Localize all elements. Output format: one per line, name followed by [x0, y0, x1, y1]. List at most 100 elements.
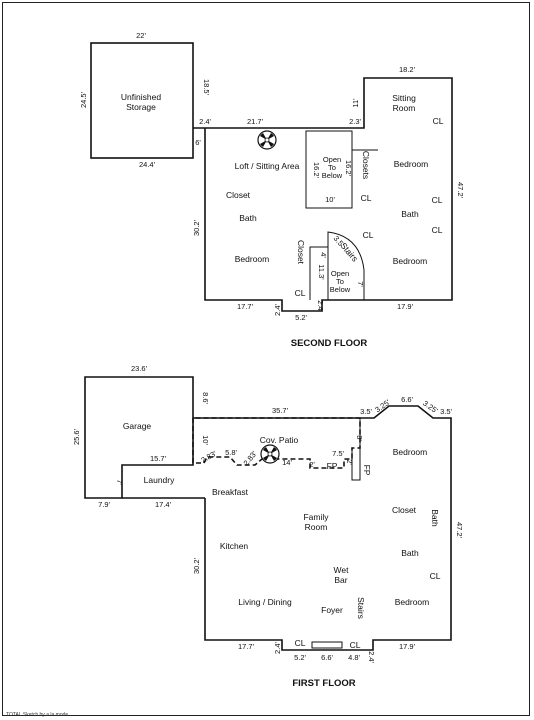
dim-patio-inner-7: 2'	[345, 459, 354, 465]
dim-bottom-jog-right-ff: 2.4'	[367, 651, 376, 663]
dim-laundry-top: 15.7'	[150, 454, 167, 463]
first-floor-title: FIRST FLOOR	[292, 678, 355, 689]
room-bedroom-right-top: Bedroom	[394, 159, 429, 169]
dim-stair-4: 4'	[319, 252, 328, 258]
cl-right-bottom-ff: CL	[350, 640, 361, 650]
dim-bottom-jog-left: 2.4'	[273, 304, 282, 316]
dim-storage-right: 18.5'	[202, 79, 211, 96]
dim-open-height: 16.2'	[312, 162, 321, 179]
cl-right-ff: CL	[430, 571, 441, 581]
room-breakfast: Breakfast	[212, 487, 249, 497]
dim-jog-left: 2.4'	[199, 117, 211, 126]
cl-mid: CL	[361, 193, 372, 203]
dim-jog-right: 2.3'	[349, 117, 361, 126]
room-bedroom-bottom: Bedroom	[395, 597, 430, 607]
dim-top-mid: 21.7'	[247, 117, 264, 126]
fp-label-2: FP	[362, 465, 372, 476]
dim-right-top: 6.6'	[401, 395, 413, 404]
second-floor-outline	[193, 77, 453, 312]
room-bath-vertical: Bath	[430, 509, 440, 527]
room-wet-bar-2: Bar	[334, 575, 347, 585]
garage-outline	[84, 376, 194, 499]
dim-bottom-left: 17.7'	[237, 302, 254, 311]
closet-vertical: Closet	[296, 240, 306, 265]
room-closet: Closet	[392, 505, 417, 515]
room-bedroom-right-bottom: Bedroom	[393, 256, 428, 266]
dim-left-short: 6'	[195, 138, 201, 147]
dim-patio-inner-8: 8'	[355, 435, 364, 441]
dim-laundry-left: 7'	[115, 479, 124, 485]
dim-top-right: 18.2'	[399, 65, 416, 74]
dim-bottom-mid-3: 4.8'	[348, 653, 360, 662]
room-kitchen: Kitchen	[220, 541, 249, 551]
dim-patio-jog-1: 3.5'	[360, 407, 372, 416]
room-family: Family	[303, 512, 329, 522]
dim-storage-left: 24.5'	[79, 91, 88, 108]
dim-stair-7: 7'	[356, 281, 365, 287]
patio-fan-icon	[260, 444, 280, 464]
room-bath-left: Bath	[239, 213, 257, 223]
room-loft: Loft / Sitting Area	[235, 161, 300, 171]
dim-bottom-jog-right: 2.4'	[316, 300, 325, 312]
dim-patio-inner-2: 5.8'	[225, 448, 237, 457]
dim-bottom-left-ff: 17.7'	[238, 642, 255, 651]
open-to-below-top	[305, 130, 353, 209]
dim-right-jog: 11'	[351, 98, 360, 108]
first-floor-outline	[193, 405, 452, 651]
room-cov-patio: Cov. Patio	[260, 435, 299, 445]
dim-left-long-ff: 30.2'	[192, 557, 201, 574]
room-unfinished-storage-2: Storage	[126, 102, 156, 112]
dim-bottom-right: 17.9'	[397, 302, 414, 311]
cl-stair: CL	[363, 230, 374, 240]
dim-laundry-bottom-left: 7.9'	[98, 500, 110, 509]
room-closet-left: Closet	[226, 190, 251, 200]
second-floor-title: SECOND FLOOR	[291, 338, 368, 349]
room-sitting: Sitting	[392, 93, 416, 103]
dim-patio-inner-4: 14'	[282, 458, 292, 467]
cl-right-top: CL	[433, 116, 444, 126]
room-bath-right: Bath	[401, 209, 419, 219]
room-foyer: Foyer	[321, 605, 343, 615]
open-to-below-bottom-2: To	[336, 277, 344, 286]
dim-right-long: 47.2'	[456, 182, 465, 199]
first-floor	[84, 376, 452, 651]
dim-patio-top: 35.7'	[272, 406, 289, 415]
open-to-below-top-1: Open	[323, 155, 341, 164]
fp-label-1: FP	[327, 461, 338, 471]
room-unfinished-storage: Unfinished	[121, 92, 161, 102]
dim-garage-right: 8.6'	[201, 392, 210, 404]
storage-room-outline	[90, 42, 194, 159]
dim-patio-inner-5: 2'	[309, 460, 315, 469]
room-living-dining: Living / Dining	[238, 597, 292, 607]
dim-storage-top: 22'	[136, 31, 146, 40]
open-to-below-top-2: To	[328, 163, 336, 172]
open-to-below-bottom-1: Open	[331, 269, 349, 278]
cl-left-ff: CL	[295, 638, 306, 648]
dim-patio-inner-6: 7.5'	[332, 449, 344, 458]
room-bedroom-left: Bedroom	[235, 254, 270, 264]
dim-patio-inner-1: 2.83'	[200, 449, 219, 465]
dim-garage-top: 23.6'	[131, 364, 148, 373]
dim-stair-113: 11.3'	[317, 264, 326, 280]
closets-vertical: Closets	[361, 151, 371, 179]
cl-right-2: CL	[432, 195, 443, 205]
room-bedroom-top: Bedroom	[393, 447, 428, 457]
stairs-label-ff: Stairs	[356, 597, 366, 619]
dim-left-long: 30.2'	[192, 219, 201, 236]
open-to-below-top-3: Below	[322, 171, 343, 180]
room-garage: Garage	[123, 421, 152, 431]
dim-garage-left: 25.6'	[72, 428, 81, 445]
dim-bottom-mid: 5.2'	[295, 313, 307, 322]
dim-right-long-ff: 47.2'	[455, 522, 464, 539]
open-to-below-bottom-3: Below	[330, 285, 351, 294]
dim-open-side: 16.2'	[344, 160, 353, 177]
cl-right-3: CL	[432, 225, 443, 235]
fireplace-wall	[351, 418, 361, 481]
second-floor	[90, 42, 453, 312]
dim-bottom-jog-left-ff: 2.4'	[273, 642, 282, 654]
ceiling-fan-icon	[257, 130, 277, 150]
front-door	[311, 641, 343, 649]
dim-storage-bottom: 24.4'	[139, 160, 156, 169]
room-wet-bar: Wet	[334, 565, 350, 575]
